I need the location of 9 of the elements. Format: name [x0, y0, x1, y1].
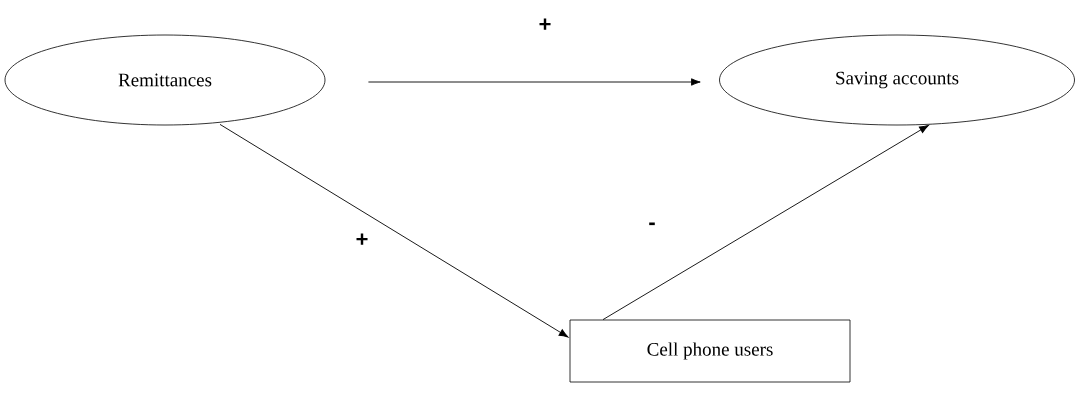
edge-label: -	[649, 222, 655, 226]
oval: Remittances	[4, 34, 326, 126]
arrow	[367, 78, 701, 86]
edge-label: +	[356, 233, 368, 245]
oval: Saving accounts	[719, 34, 1075, 126]
arrow	[602, 124, 929, 321]
edge-label: +	[539, 18, 551, 30]
text-box: Cell phone users	[569, 319, 851, 383]
arrow	[219, 123, 569, 338]
